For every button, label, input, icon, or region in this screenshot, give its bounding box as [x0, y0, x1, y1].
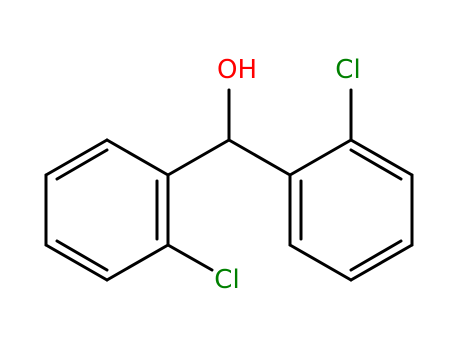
bond-c-right-ring [227, 138, 292, 177]
left-ring-double-1 [55, 148, 109, 181]
bond-c-left-ring [166, 138, 231, 177]
left-ring-bond-4 [44, 243, 109, 282]
left-ring-double-2 [55, 239, 109, 272]
right-ring-bond-1 [288, 138, 353, 177]
left-ring-bond-2 [44, 138, 109, 177]
left-ring-bond-5 [105, 243, 170, 282]
hydroxyl-label: OH [217, 55, 257, 85]
right-ring-bond-2 [349, 138, 414, 177]
bonds [44, 88, 414, 282]
left-ring-bond-1 [105, 138, 170, 177]
right-ring-double-2 [349, 239, 403, 272]
right-ring-bond-5 [288, 243, 353, 282]
atom-labels: OH Cl Cl [214, 55, 360, 295]
chlorine-left-label: Cl [214, 265, 239, 295]
bond-left-ring-cl [166, 243, 214, 272]
right-ring-bond-4 [349, 243, 414, 282]
right-ring-double-1 [349, 148, 403, 181]
chlorine-right-label: Cl [335, 55, 360, 85]
